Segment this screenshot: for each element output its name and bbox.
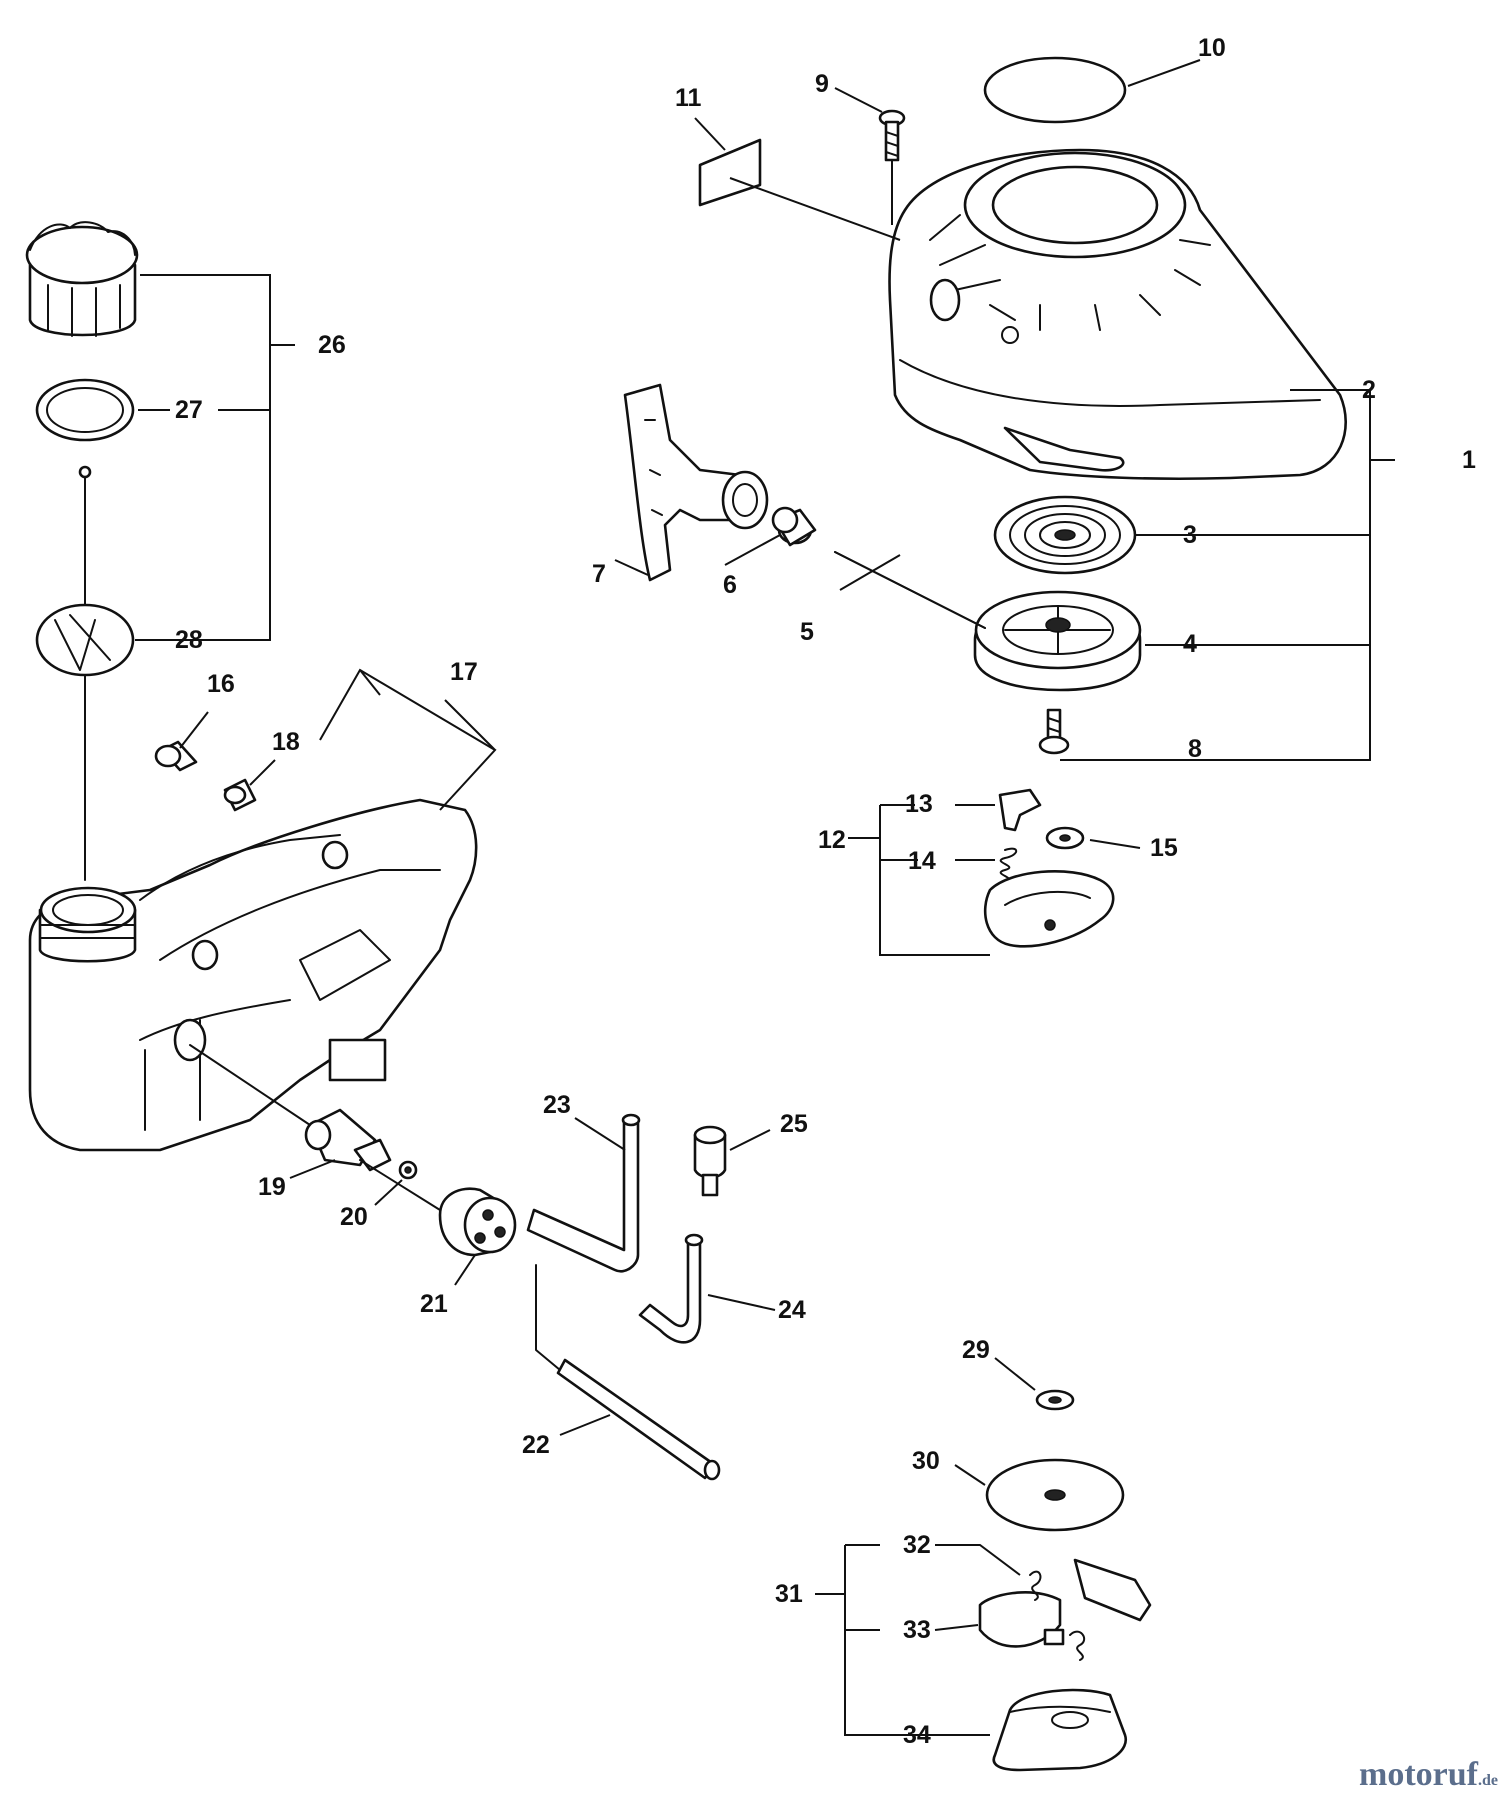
callout-19: 19 bbox=[258, 1173, 286, 1201]
callout-13: 13 bbox=[905, 790, 933, 818]
plate-30 bbox=[985, 1458, 1125, 1532]
callout-15: 15 bbox=[1150, 834, 1178, 862]
callout-22: 22 bbox=[522, 1431, 550, 1459]
screw-9 bbox=[878, 109, 906, 162]
insert-18 bbox=[223, 778, 257, 812]
callout-10: 10 bbox=[1198, 34, 1226, 62]
callout-1: 1 bbox=[1462, 446, 1476, 474]
washer-20 bbox=[398, 1160, 418, 1180]
fuel-hose-24 bbox=[638, 1233, 704, 1344]
bolt-16 bbox=[154, 740, 198, 772]
rope-reel bbox=[973, 590, 1142, 692]
watermark-logo: motoruf.de bbox=[1359, 1756, 1498, 1794]
callout-21: 21 bbox=[420, 1290, 448, 1318]
callout-25: 25 bbox=[780, 1110, 808, 1138]
filter-25 bbox=[693, 1125, 727, 1197]
callout-7: 7 bbox=[592, 560, 606, 588]
screw-8 bbox=[1038, 708, 1070, 755]
tank-grommet bbox=[359, 1159, 517, 1257]
fuel-hose-22 bbox=[535, 1264, 721, 1481]
callout-14: 14 bbox=[908, 847, 936, 875]
clutch-shoe bbox=[978, 1558, 1152, 1661]
callout-28: 28 bbox=[175, 626, 203, 654]
callout-8: 8 bbox=[1188, 735, 1202, 763]
callout-9: 9 bbox=[815, 70, 829, 98]
callout-11: 11 bbox=[675, 84, 702, 112]
tank-neck bbox=[38, 886, 137, 963]
cover-34 bbox=[992, 1688, 1128, 1772]
callout-16: 16 bbox=[207, 670, 235, 698]
callout-24: 24 bbox=[778, 1296, 806, 1324]
ratchet-pawl bbox=[998, 788, 1042, 832]
callout-20: 20 bbox=[340, 1203, 368, 1231]
callout-labels: 1 2 3 4 5 6 7 8 9 10 11 12 13 14 15 16 1… bbox=[175, 34, 1476, 1749]
ratchet-plate bbox=[983, 870, 1115, 948]
callout-29: 29 bbox=[962, 1336, 990, 1364]
washer-15 bbox=[1045, 826, 1085, 850]
callout-3: 3 bbox=[1183, 521, 1197, 549]
watermark-brand: motoruf bbox=[1359, 1756, 1478, 1793]
callout-4: 4 bbox=[1183, 630, 1197, 658]
cover-disc bbox=[983, 56, 1127, 124]
callout-5: 5 bbox=[800, 618, 814, 646]
callout-33: 33 bbox=[903, 1616, 931, 1644]
callout-17: 17 bbox=[450, 658, 478, 686]
starter-housing bbox=[888, 148, 1348, 481]
starter-handle bbox=[623, 383, 769, 582]
callout-31: 31 bbox=[775, 1580, 803, 1608]
grommet bbox=[771, 506, 817, 547]
callout-18: 18 bbox=[272, 728, 300, 756]
fuel-hose-23 bbox=[526, 1113, 641, 1273]
washer-29 bbox=[1035, 1389, 1075, 1411]
callout-26: 26 bbox=[318, 331, 346, 359]
fuel-cap bbox=[25, 221, 139, 337]
callout-2: 2 bbox=[1362, 376, 1376, 404]
watermark-suffix: .de bbox=[1478, 1772, 1498, 1789]
callout-12: 12 bbox=[818, 826, 846, 854]
leader-lines bbox=[135, 59, 1395, 1736]
fuel-tank bbox=[28, 798, 478, 1152]
callout-27: 27 bbox=[175, 396, 203, 424]
label-decal bbox=[698, 138, 762, 207]
callout-23: 23 bbox=[543, 1091, 571, 1119]
callout-34: 34 bbox=[903, 1721, 931, 1749]
callout-6: 6 bbox=[723, 571, 737, 599]
pawl-spring bbox=[999, 847, 1018, 883]
callout-30: 30 bbox=[912, 1447, 940, 1475]
o-ring bbox=[35, 378, 135, 442]
recoil-spring bbox=[993, 495, 1137, 575]
fuel-filter-28 bbox=[35, 465, 135, 881]
callout-32: 32 bbox=[903, 1531, 931, 1559]
